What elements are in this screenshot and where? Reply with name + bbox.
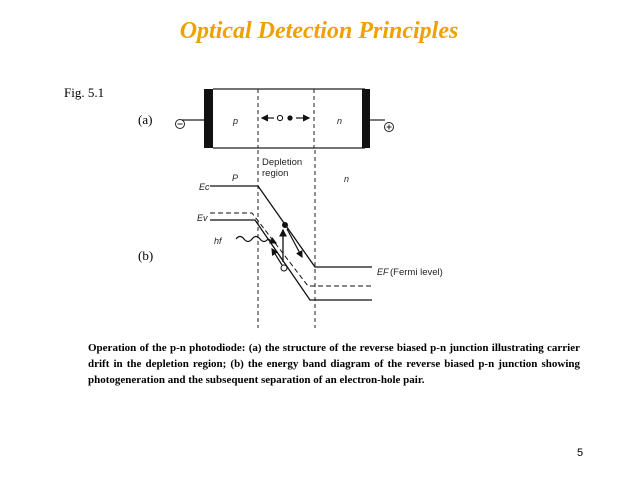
hole-drift-path (271, 247, 283, 266)
electron-drift-path (286, 228, 303, 259)
depletion-label-line2: region (262, 168, 288, 179)
p-region-label: p (232, 116, 238, 126)
band-p-label: P (232, 173, 238, 183)
fermi-level-label: (Fermi level) (390, 267, 443, 278)
photon-wave-icon (235, 235, 278, 244)
p-contact (204, 89, 213, 148)
hole-icon (276, 114, 284, 122)
figure-label: Fig. 5.1 (64, 85, 105, 100)
positive-terminal-icon (384, 122, 394, 132)
subfigure-b-label: (b) (138, 248, 154, 263)
slide-title: Optical Detection Principles (179, 18, 459, 44)
generated-hole-icon (280, 264, 288, 272)
generated-electron-icon (282, 222, 288, 228)
subfigure-a-label: (a) (138, 112, 153, 127)
hf-label: hf (214, 236, 223, 246)
depletion-label-line1: Depletion (262, 157, 302, 168)
n-region-label: n (337, 116, 342, 126)
junction-structure-diagram: p n (175, 88, 394, 149)
electron-icon (287, 115, 293, 121)
page-number: 5 (577, 447, 584, 459)
ev-label: Ev (197, 213, 208, 223)
figure-caption: Operation of the p-n photodiode: (a) the… (88, 340, 580, 388)
caption-text: Operation of the p-n photodiode: (a) the… (88, 342, 580, 386)
negative-terminal-icon (175, 119, 185, 129)
band-n-label: n (344, 174, 349, 184)
ef-label: EF (377, 267, 389, 277)
ec-label: Ec (199, 182, 210, 192)
n-contact (362, 89, 370, 148)
conduction-band-edge (210, 185, 372, 268)
fermi-level-line (210, 212, 372, 287)
energy-band-diagram: Depletion region P n Ec Ev hf EF (Fermi … (197, 150, 443, 328)
